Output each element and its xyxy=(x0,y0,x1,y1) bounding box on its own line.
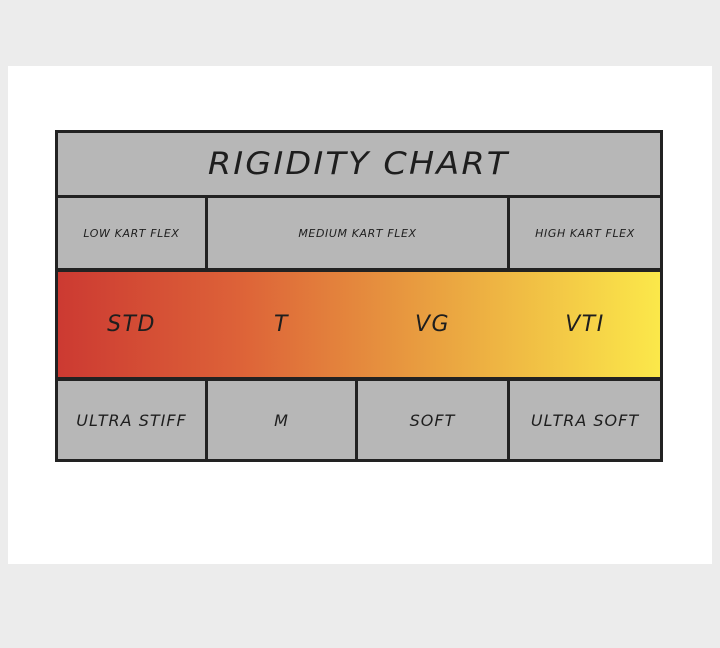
stiffness-m: M xyxy=(208,381,355,459)
level-std: STD xyxy=(107,312,156,337)
header-medium-flex: MEDIUM KART FLEX xyxy=(208,198,507,268)
level-t: T xyxy=(274,312,289,337)
rigidity-gradient-band xyxy=(58,272,660,377)
level-vti: VTI xyxy=(565,312,605,337)
chart-title: RIGIDITY CHART xyxy=(208,146,510,182)
rigidity-chart-table: RIGIDITY CHART LOW KART FLEX MEDIUM KART… xyxy=(55,130,663,462)
header-low-flex: LOW KART FLEX xyxy=(58,198,205,268)
stiffness-ultra-soft: ULTRA SOFT xyxy=(510,381,660,459)
chart-title-cell: RIGIDITY CHART xyxy=(58,133,660,195)
stiffness-ultra-stiff: ULTRA STIFF xyxy=(58,381,205,459)
level-vg: VG xyxy=(414,312,451,337)
header-high-flex: HIGH KART FLEX xyxy=(510,198,660,268)
stiffness-soft: SOFT xyxy=(358,381,507,459)
